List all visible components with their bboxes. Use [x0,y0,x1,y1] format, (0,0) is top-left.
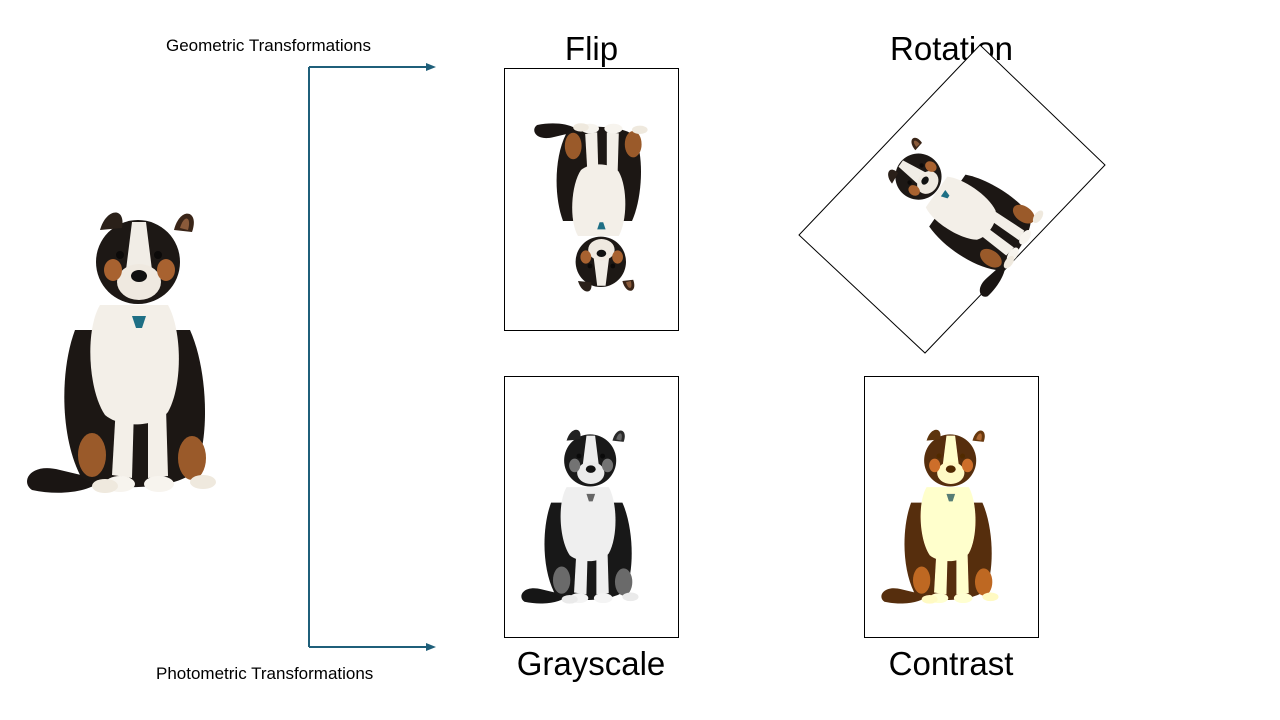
arrow-head-bottom-icon [426,643,436,651]
contrast-panel [864,376,1039,638]
grayscale-title: Grayscale [516,645,666,682]
grayscale-panel [504,376,679,638]
original-dog-image [20,190,250,510]
flip-title: Flip [564,30,619,67]
contrast-title: Contrast [888,645,1014,682]
grayscale-dog-image [521,429,639,604]
rotation-panel [798,44,1106,354]
contrast-dog-image [881,429,999,604]
geometric-transformations-label: Geometric Transformations [166,36,372,55]
photometric-transformations-label: Photometric Transformations [156,664,374,683]
arrow-head-top-icon [426,63,436,71]
flipped-dog-image [534,123,648,292]
branch-arrow-connector [308,63,436,651]
flip-panel [504,68,679,331]
